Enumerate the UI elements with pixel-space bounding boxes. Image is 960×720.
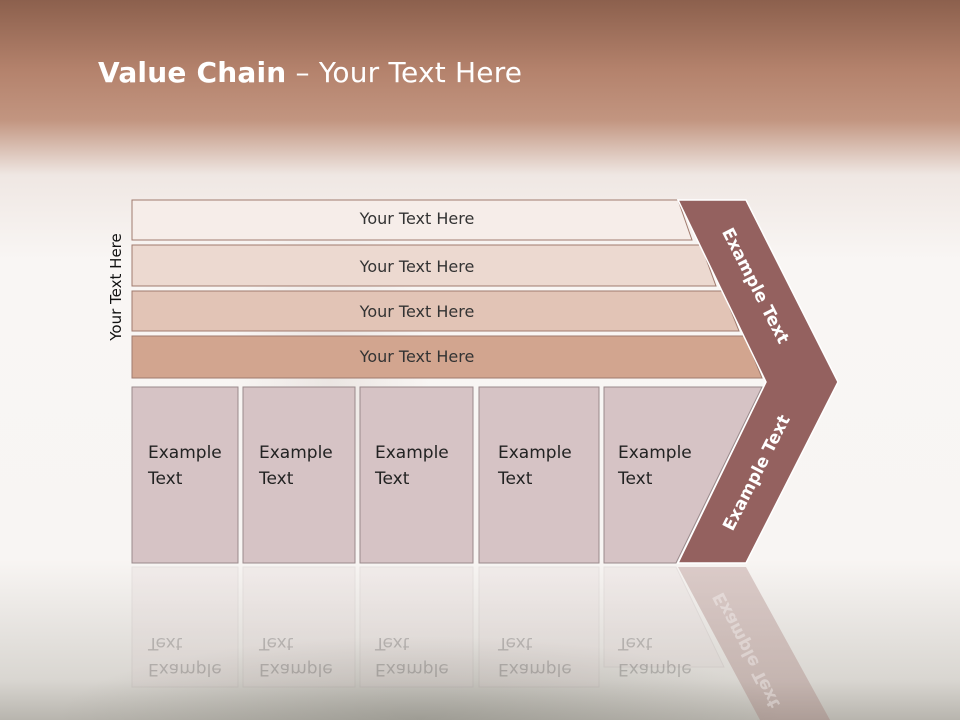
cell-line: Text: [498, 469, 533, 489]
cell-line: Example: [498, 443, 572, 463]
cell-line: Text: [618, 633, 653, 653]
cell-line: Text: [375, 469, 410, 489]
cell-line: Example: [259, 443, 333, 463]
support-bar-4-label: Your Text Here: [359, 347, 475, 366]
support-bar-1: [131, 199, 693, 241]
reflection-label: Example Text: [498, 630, 572, 682]
cell-line: Text: [618, 469, 653, 489]
cell-line: Example: [259, 659, 333, 679]
support-bar-3-label: Your Text Here: [359, 302, 475, 321]
reflection-label: Example Text: [148, 630, 222, 682]
reflection-label: Example Text: [375, 630, 449, 682]
cell-line: Text: [148, 633, 183, 653]
title-rest: – Your Text Here: [286, 56, 523, 89]
cell-line: Example: [148, 443, 222, 463]
title-bold: Value Chain: [98, 56, 287, 89]
cell-line: Example: [498, 659, 572, 679]
support-bar-4: [131, 335, 763, 379]
reflection-label: Example Text: [259, 630, 333, 682]
cell-line: Text: [148, 469, 183, 489]
support-bar-3: [131, 290, 740, 332]
support-bar-2-label: Your Text Here: [359, 257, 475, 276]
cell-line: Example: [375, 659, 449, 679]
support-bar-1-label: Your Text Here: [359, 209, 475, 228]
cell-line: Example: [618, 443, 692, 463]
cell-line: Example: [375, 443, 449, 463]
slide-title: Value Chain – Your Text Here: [98, 56, 522, 89]
reflection-label: Example Text: [618, 630, 692, 682]
cell-line: Text: [259, 633, 294, 653]
primary-cell-1: [131, 386, 239, 564]
cell-line: Text: [498, 633, 533, 653]
chevron-reflection: [678, 567, 830, 720]
margin-chevron: [676, 199, 839, 564]
cell-line: Text: [375, 633, 410, 653]
primary-cell-4: [478, 386, 600, 564]
support-bar-2: [131, 244, 717, 287]
primary-cell-2: [242, 386, 356, 564]
primary-cell-3: [359, 386, 474, 564]
cell-line: Example: [618, 659, 692, 679]
cell-line: Example: [148, 659, 222, 679]
reflection: [131, 566, 725, 688]
cell-line: Text: [259, 469, 294, 489]
primary-cell-5: [603, 386, 763, 564]
